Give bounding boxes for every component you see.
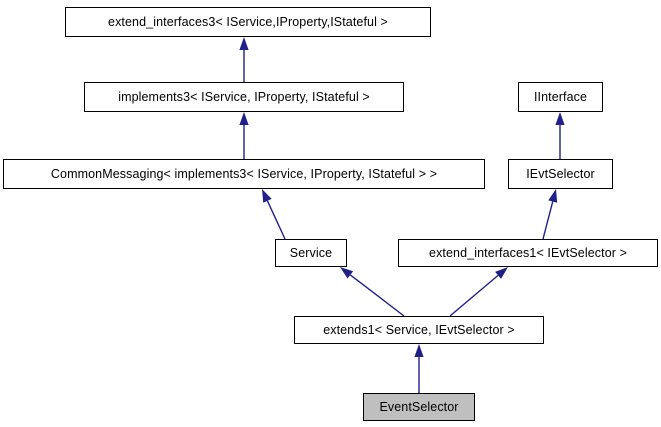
arrowhead bbox=[262, 189, 272, 203]
class-node-extends1[interactable]: extends1< Service, IEvtSelector > bbox=[294, 316, 544, 344]
arrowhead bbox=[239, 37, 249, 50]
class-node-EventSelector[interactable]: EventSelector bbox=[363, 393, 475, 421]
class-node-label: EventSelector bbox=[379, 399, 459, 414]
class-node-extend_interfaces1[interactable]: extend_interfaces1< IEvtSelector > bbox=[398, 239, 658, 267]
class-node-IInterface[interactable]: IInterface bbox=[518, 82, 603, 112]
class-node-label: implements3< IService, IProperty, IState… bbox=[118, 89, 370, 104]
inheritance-edge-EventSelector-to-extends1 bbox=[414, 344, 424, 393]
class-node-label: extend_interfaces1< IEvtSelector > bbox=[429, 245, 627, 260]
class-node-extend_interfaces3[interactable]: extend_interfaces3< IService,IProperty,I… bbox=[65, 7, 431, 37]
class-node-Service[interactable]: Service bbox=[275, 239, 347, 267]
inheritance-edge-CommonMessaging-to-implements3 bbox=[239, 112, 249, 159]
class-node-label: extends1< Service, IEvtSelector > bbox=[323, 322, 515, 337]
class-node-label: extend_interfaces3< IService,IProperty,I… bbox=[108, 14, 388, 29]
arrowhead bbox=[239, 112, 249, 125]
class-node-implements3[interactable]: implements3< IService, IProperty, IState… bbox=[84, 82, 404, 112]
inheritance-edge-extends1-to-extend_interfaces1 bbox=[449, 267, 508, 317]
class-node-label: IInterface bbox=[533, 89, 588, 104]
inheritance-edge-IEvtSelector-to-IInterface bbox=[555, 112, 565, 159]
inheritance-edge-Service-to-CommonMessaging bbox=[262, 189, 286, 240]
inheritance-edge-implements3-to-extend_interfaces3 bbox=[239, 37, 249, 82]
class-node-label: Service bbox=[289, 245, 333, 260]
arrowhead bbox=[495, 267, 508, 279]
arrowhead bbox=[340, 267, 354, 279]
class-node-IEvtSelector[interactable]: IEvtSelector bbox=[508, 159, 613, 189]
class-node-label: CommonMessaging< implements3< IService, … bbox=[50, 166, 438, 181]
arrowhead bbox=[414, 344, 424, 357]
arrowhead bbox=[555, 112, 565, 125]
class-node-CommonMessaging[interactable]: CommonMessaging< implements3< IService, … bbox=[3, 159, 485, 189]
inheritance-edge-extends1-to-Service bbox=[340, 267, 405, 317]
arrowhead bbox=[548, 189, 558, 203]
class-node-label: IEvtSelector bbox=[526, 166, 595, 181]
inheritance-edge-extend_interfaces1-to-IEvtSelector bbox=[542, 189, 558, 240]
